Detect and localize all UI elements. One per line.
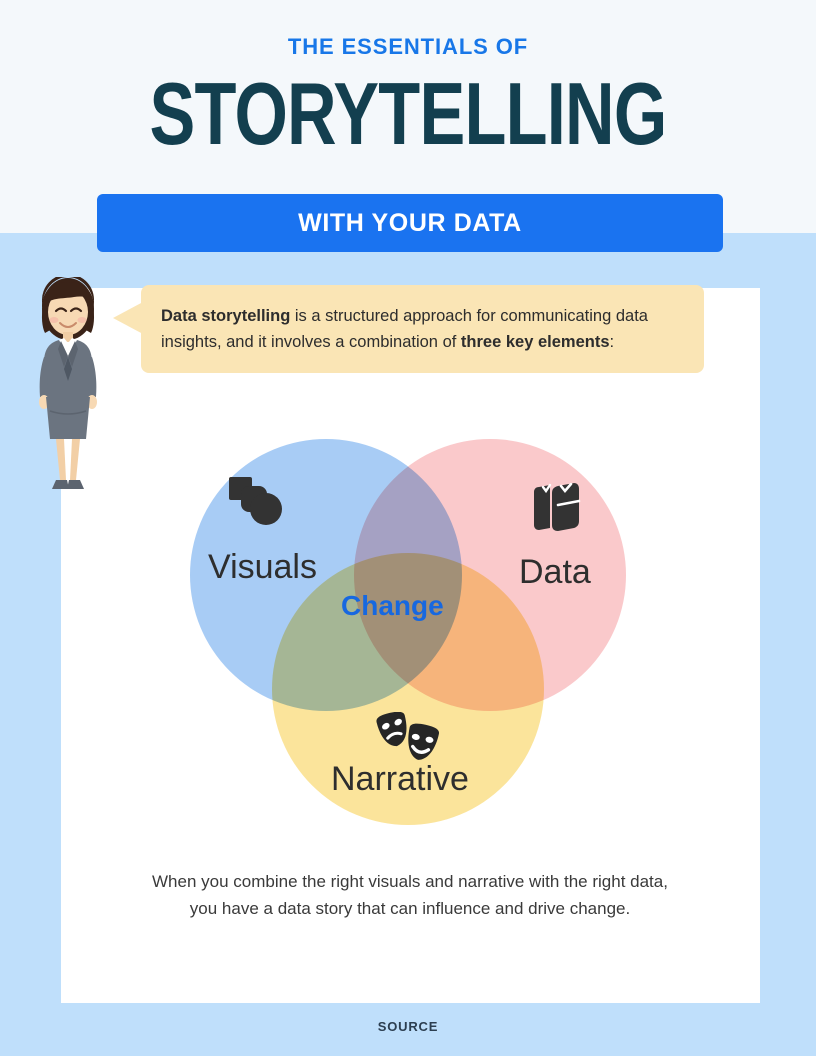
callout-middle: is a structured approach for communicati… (161, 307, 648, 351)
venn-label-narrative: Narrative (331, 760, 469, 798)
theater-masks-icon (376, 711, 442, 775)
source-label[interactable]: SOURCE (377, 1019, 439, 1034)
caption-line-2: you have a data story that can influence… (189, 899, 631, 918)
shapes-icon (228, 475, 286, 532)
subtitle-label: WITH YOUR DATA (298, 208, 522, 237)
callout-tail (113, 302, 143, 334)
venn-diagram: Visuals Data Narrative Change (186, 435, 630, 830)
callout-bubble: Data storytelling is a structured approa… (141, 285, 704, 373)
venn-label-data: Data (519, 553, 591, 591)
subtitle-banner: WITH YOUR DATA (97, 194, 723, 252)
caption-text: When you combine the right visuals and n… (96, 868, 724, 922)
businesswoman-illustration (28, 273, 108, 502)
books-icon (530, 482, 582, 540)
caption-line-1: When you combine the right visuals and n… (152, 872, 668, 891)
venn-label-visuals: Visuals (208, 548, 317, 586)
venn-label-change: Change (341, 590, 444, 621)
callout-emphasis: three key elements (460, 333, 610, 351)
callout-trailing: : (609, 333, 615, 351)
eyebrow-text: THE ESSENTIALS OF (287, 34, 529, 59)
callout-lead: Data storytelling (161, 307, 291, 325)
callout-text: Data storytelling is a structured approa… (161, 303, 682, 355)
venn-circle-narrative (272, 553, 544, 825)
page-title: STORYTELLING (149, 64, 668, 163)
